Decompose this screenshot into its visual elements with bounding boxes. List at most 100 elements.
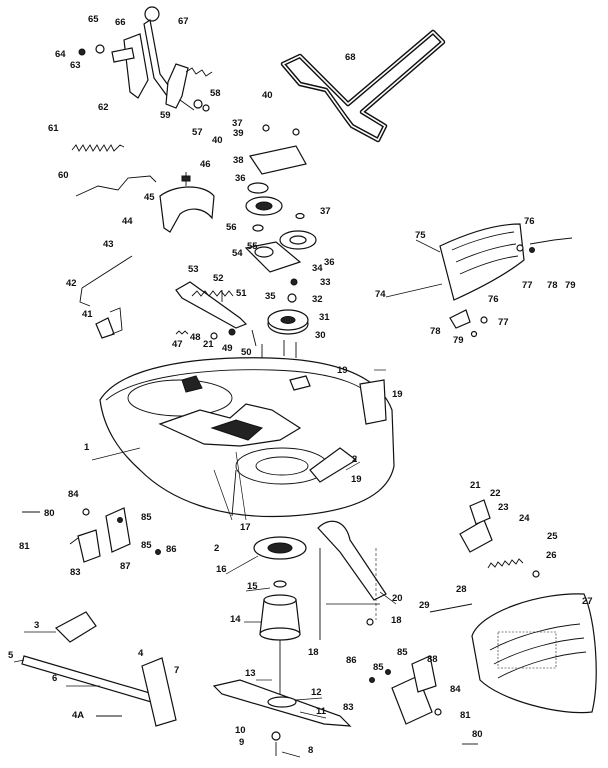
front-hanger-bar: [21, 611, 177, 727]
mower-blade: [212, 679, 352, 756]
callout-32: 32: [312, 294, 323, 305]
callout-36: 36: [324, 257, 335, 268]
callout-51: 51: [236, 288, 247, 299]
callout-12: 12: [311, 687, 322, 698]
callout-77: 77: [522, 280, 533, 291]
callout-22: 22: [490, 488, 501, 499]
callout-18: 18: [391, 615, 402, 626]
deck-belt: [280, 29, 446, 143]
callout-42: 42: [66, 278, 77, 289]
callout-46: 46: [200, 159, 211, 170]
callout-18: 18: [308, 647, 319, 658]
callout-66: 66: [115, 17, 126, 28]
callout-48: 48: [190, 332, 201, 343]
callout-86: 86: [166, 544, 177, 555]
mandrel-pulley-31: [267, 278, 309, 335]
callout-59: 59: [160, 110, 171, 121]
callout-2: 2: [352, 454, 357, 465]
callout-56: 56: [226, 222, 237, 233]
hardware-47-50: [175, 328, 257, 347]
callout-24: 24: [519, 513, 530, 524]
bolts-30-35: [261, 340, 297, 360]
callout-88: 88: [427, 654, 438, 665]
callout-58: 58: [210, 88, 221, 99]
callout-41: 41: [82, 309, 93, 320]
callout-26: 26: [546, 550, 557, 561]
callout-29: 29: [419, 600, 430, 611]
callout-23: 23: [498, 502, 509, 513]
callout-34: 34: [312, 263, 323, 274]
left-bracket-hardware: [22, 507, 161, 563]
callout-21: 21: [470, 480, 481, 491]
callout-43: 43: [103, 239, 114, 250]
callout-10: 10: [235, 725, 246, 736]
callout-62: 62: [98, 102, 109, 113]
callout-76: 76: [488, 294, 499, 305]
callout-85: 85: [141, 540, 152, 551]
callout-75: 75: [415, 230, 426, 241]
callout-2: 2: [214, 543, 219, 554]
callout-61: 61: [48, 123, 59, 134]
callout-4: 4: [138, 648, 144, 659]
callout-20: 20: [392, 593, 403, 604]
callout-37: 37: [232, 118, 243, 129]
callout-54: 54: [232, 248, 243, 259]
lever-53: [175, 281, 248, 329]
callout-13: 13: [245, 668, 256, 679]
leader-lines: [13, 239, 443, 758]
callout-53: 53: [188, 264, 199, 275]
callout-25: 25: [547, 531, 558, 542]
callout-40: 40: [262, 90, 273, 101]
callout-63: 63: [70, 60, 81, 71]
callout-19: 19: [351, 474, 362, 485]
callout-8: 8: [308, 745, 313, 756]
blade-spindle: [253, 536, 307, 700]
callout-47: 47: [172, 339, 183, 350]
callout-33: 33: [320, 277, 331, 288]
callout-15: 15: [247, 581, 258, 592]
callout-7: 7: [174, 665, 179, 676]
callout-21: 21: [203, 339, 214, 350]
callout-52: 52: [213, 273, 224, 284]
callout-85: 85: [141, 512, 152, 523]
rod-60: [75, 175, 157, 197]
mower-deck-housing: [99, 357, 395, 518]
callout-49: 49: [222, 343, 233, 354]
callout-35: 35: [265, 291, 276, 302]
callout-74: 74: [375, 289, 386, 300]
callout-27: 27: [582, 596, 593, 607]
callout-3: 3: [34, 620, 39, 631]
callout-1: 1: [84, 442, 90, 453]
callout-79: 79: [453, 335, 464, 346]
callout-68: 68: [345, 52, 356, 63]
lift-lever-assembly: [78, 6, 213, 112]
callout-37: 37: [320, 206, 331, 217]
callout-36: 36: [235, 173, 246, 184]
callout-57: 57: [192, 127, 203, 138]
callout-81: 81: [19, 541, 30, 552]
callout-4A: 4A: [72, 710, 84, 721]
callout-67: 67: [178, 16, 189, 27]
callout-81: 81: [460, 710, 471, 721]
callout-55: 55: [247, 241, 258, 252]
callout-78: 78: [547, 280, 558, 291]
callout-86: 86: [346, 655, 357, 666]
callout-84: 84: [68, 489, 79, 500]
support-arm-20: [317, 520, 387, 640]
callout-50: 50: [241, 347, 252, 358]
callout-44: 44: [122, 216, 133, 227]
idler-pulley-stack: [245, 124, 317, 250]
callout-85: 85: [373, 662, 384, 673]
callout-77: 77: [498, 317, 509, 328]
rear-bracket-hardware: [369, 655, 478, 745]
callout-11: 11: [316, 706, 327, 717]
callout-45: 45: [144, 192, 155, 203]
callout-40: 40: [212, 135, 223, 146]
lift-rods: [79, 255, 133, 339]
callout-17: 17: [240, 522, 251, 533]
callout-16: 16: [216, 564, 227, 575]
callout-83: 83: [343, 702, 354, 713]
callout-64: 64: [55, 49, 66, 60]
